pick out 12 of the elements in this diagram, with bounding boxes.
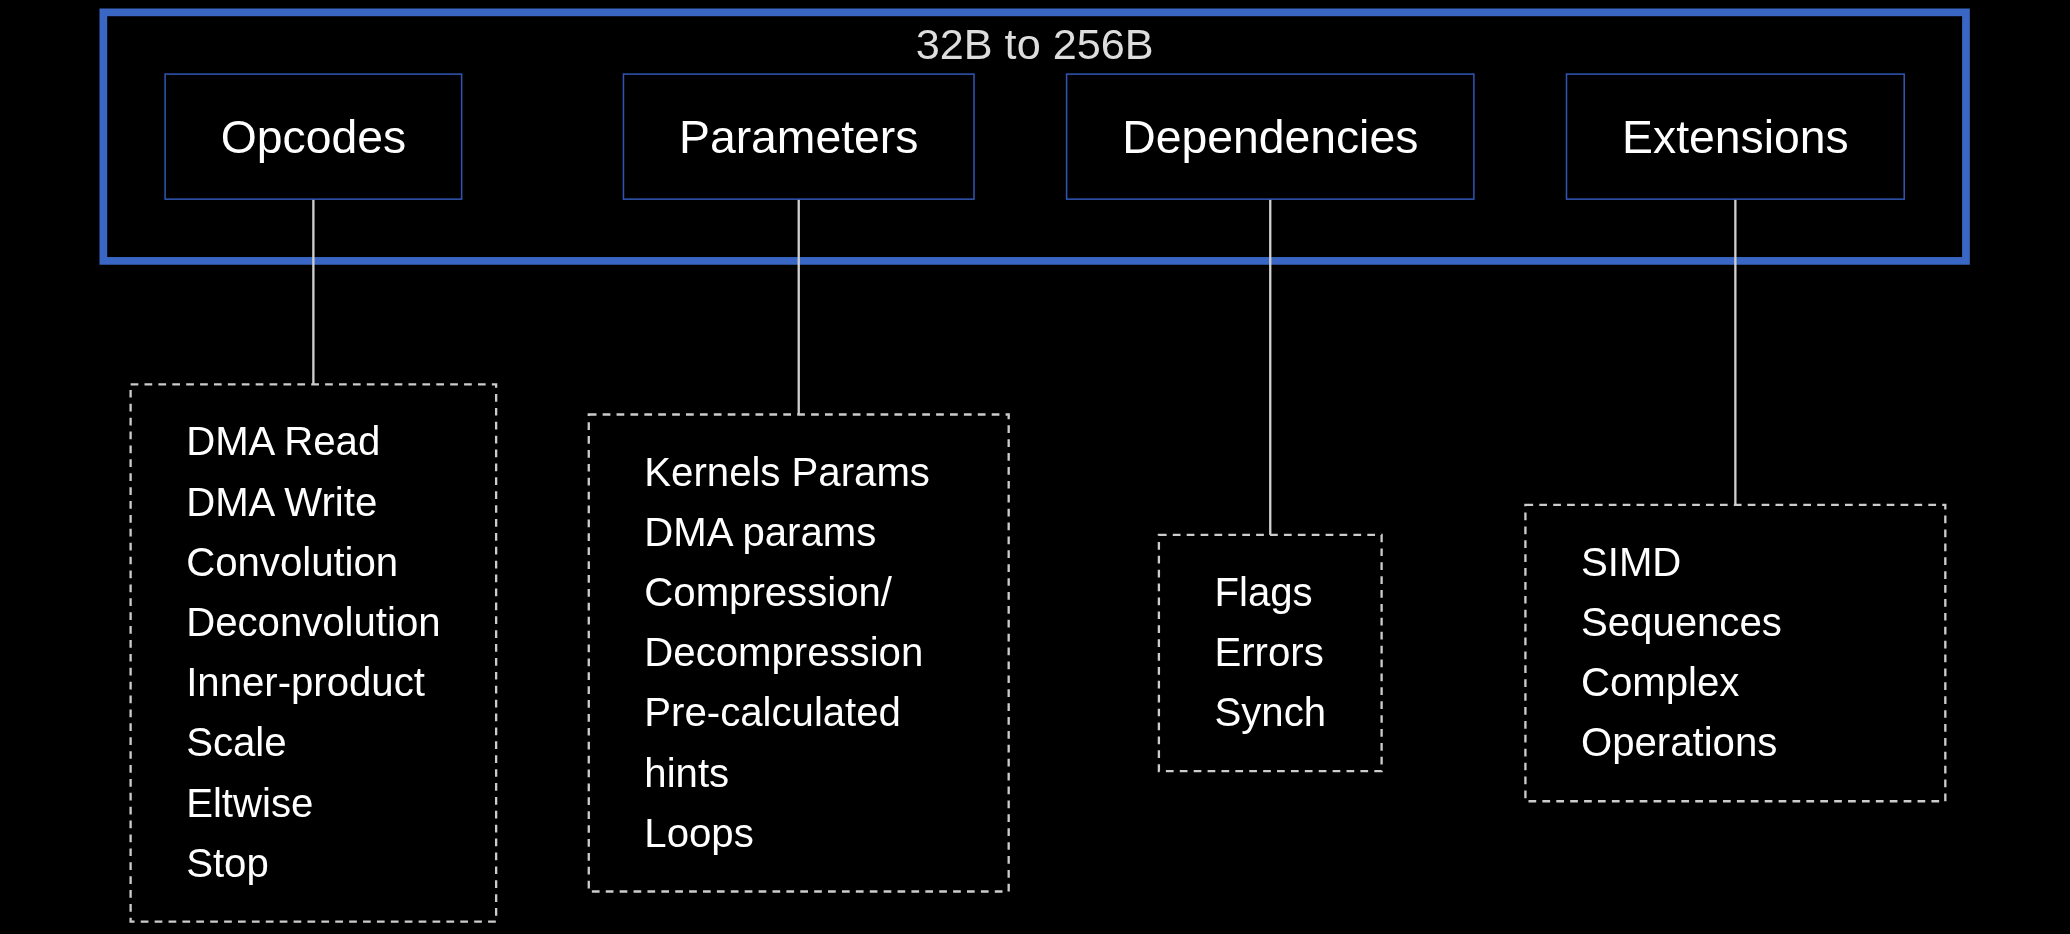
connector (312, 199, 315, 385)
connector (797, 199, 801, 415)
node-box: Kernels Params DMA params Compression/ Decompression Pre-calculated hints Loops (587, 413, 1011, 893)
node-box: DMA Read DMA Write Convolution Deconvolution Inner-product Scale Eltwise Stop (129, 383, 498, 923)
node-box: Opcodes (164, 73, 463, 200)
connector (1269, 199, 1272, 535)
node-box: Extensions (1566, 73, 1906, 200)
node-box: Flags Errors Synch (1158, 533, 1384, 773)
node-box: SIMD Sequences Complex Operations (1524, 503, 1947, 803)
node-box: Parameters (623, 73, 976, 200)
connector (1734, 199, 1737, 505)
node-box: Dependencies (1066, 73, 1475, 200)
